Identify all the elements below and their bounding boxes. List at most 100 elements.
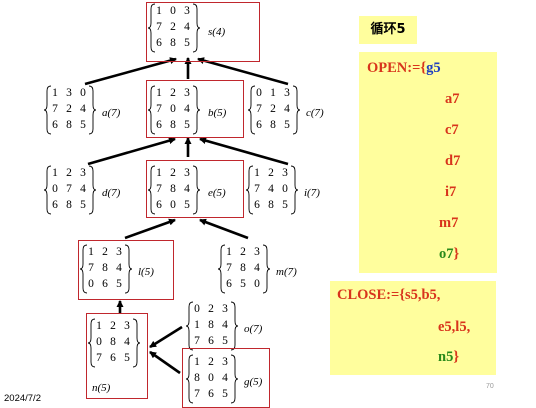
matrix-cell: 3 [184,167,190,179]
matrix-cell: 1 [156,5,162,17]
matrix-cell: 6 [156,199,162,211]
matrix-cell: 6 [256,119,262,131]
matrix-cell: 2 [240,246,246,258]
close-list-header: CLOSE:={s5,b5, [337,287,440,304]
matrix-cell: 0 [254,278,260,290]
matrix-cell: 3 [284,87,290,99]
node-label-a: a(7) [102,107,121,119]
matrix-cell: 6 [208,335,214,347]
matrix-cell: 7 [66,183,72,195]
matrix-cell: 3 [254,246,260,258]
close-line-1: s5,b5, [404,287,441,303]
matrix-cell: 0 [80,87,86,99]
node-label-l: l(5) [138,266,154,278]
matrix-cell: 7 [194,335,200,347]
matrix-cell: 3 [282,167,288,179]
matrix-cell: 0 [256,87,262,99]
open-item-i7: i7 [445,184,457,200]
matrix-cell: 5 [240,278,246,290]
matrix-cell: 4 [124,336,130,348]
matrix-brace-b [147,85,201,135]
tree-edges [84,57,289,375]
matrix-cell: 1 [194,356,200,368]
matrix-cell: 0 [96,336,102,348]
matrix-brace-a [43,85,97,135]
matrix-cell: 1 [270,87,276,99]
matrix-cell: 0 [52,183,58,195]
matrix-cell: 8 [170,37,176,49]
edge-a-to-s [84,57,177,86]
matrix-cell: 3 [116,246,122,258]
matrix-cell: 2 [110,320,116,332]
edge-c-to-s [197,57,289,86]
matrix-cell: 2 [66,167,72,179]
matrix-cell: 1 [226,246,232,258]
matrix-cell: 8 [268,199,274,211]
matrix-cell: 6 [52,119,58,131]
matrix-cell: 3 [184,5,190,17]
open-last-line: o7} [439,246,459,263]
matrix-cell: 1 [194,319,200,331]
matrix-cell: 4 [222,319,228,331]
matrix-cell: 2 [208,356,214,368]
matrix-cell: 5 [124,352,130,364]
closed-node-box-l [78,240,174,300]
open-item-m7: m7 [439,215,459,231]
matrix-cell: 2 [268,167,274,179]
close-prefix: CLOSE:={ [337,287,405,303]
matrix-cell: 8 [240,262,246,274]
matrix-cell: 1 [52,87,58,99]
matrix-cell: 5 [80,119,86,131]
matrix-cell: 5 [184,119,190,131]
node-label-c: c(7) [306,107,324,119]
edge-l-to-e [124,218,176,240]
edge-m-to-e [199,218,249,240]
matrix-cell: 2 [102,246,108,258]
node-label-m: m(7) [276,266,297,278]
closed-node-box-s [146,2,260,62]
matrix-cell: 6 [52,199,58,211]
matrix-brace-n [87,318,141,368]
matrix-brace-g [185,354,239,404]
matrix-cell: 3 [80,167,86,179]
matrix-cell: 5 [282,199,288,211]
open-prefix: OPEN:={ [367,60,427,76]
footer-date: 2024/7/2 [4,393,41,404]
matrix-cell: 8 [110,336,116,348]
closed-node-box-g [182,348,270,408]
edge-d-to-b [87,137,176,166]
matrix-cell: 6 [208,388,214,400]
matrix-cell: 5 [116,278,122,290]
edge-g-to-n [149,350,181,375]
matrix-cell: 1 [156,87,162,99]
node-label-o: o(7) [244,323,263,335]
matrix-cell: 5 [184,37,190,49]
close-line-2: e5,l5, [438,319,471,335]
matrix-cell: 7 [156,21,162,33]
matrix-cell: 7 [254,183,260,195]
matrix-cell: 7 [96,352,102,364]
matrix-cell: 0 [194,303,200,315]
edge-o-to-n [149,325,183,349]
open-item-a7: a7 [445,91,460,107]
matrix-cell: 4 [80,183,86,195]
matrix-cell: 8 [270,119,276,131]
matrix-cell: 4 [184,21,190,33]
matrix-cell: 5 [222,388,228,400]
open-list-panel: OPEN:={g5 a7 c7 d7 i7 m7 o7} [359,52,497,273]
matrix-brace-s [147,3,201,53]
matrix-cell: 4 [116,262,122,274]
open-item-d7: d7 [445,153,461,169]
matrix-cell: 4 [184,183,190,195]
matrix-cell: 0 [170,199,176,211]
matrix-cell: 1 [254,167,260,179]
matrix-cell: 8 [102,262,108,274]
matrix-cell: 4 [222,372,228,384]
matrix-cell: 1 [88,246,94,258]
matrix-cell: 7 [226,262,232,274]
closed-node-box-n [86,313,148,399]
matrix-brace-i [245,165,299,215]
matrix-cell: 4 [254,262,260,274]
node-label-b: b(5) [208,107,227,119]
matrix-cell: 5 [222,335,228,347]
